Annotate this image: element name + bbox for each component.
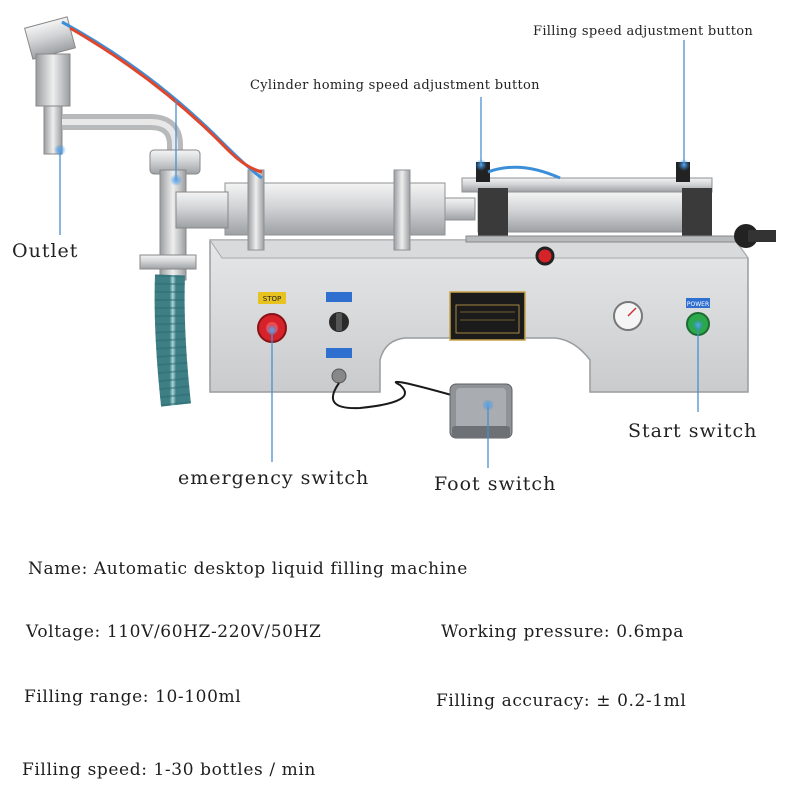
marker-dot	[678, 159, 690, 171]
outlet-label: Outlet	[12, 240, 79, 262]
callout-leaders	[59, 40, 699, 468]
stop-label: STOP	[263, 295, 281, 303]
control-panel-label	[449, 291, 526, 341]
emergency-switch-label: emergency switch	[178, 467, 370, 489]
cylinder-homing-button-label: Cylinder homing speed adjustment button	[250, 78, 540, 93]
spec-working-pressure: Working pressure: 0.6mpa	[441, 622, 685, 642]
spec-voltage: Voltage: 110V/60HZ-220V/50HZ	[26, 622, 322, 642]
spec-filling-accuracy: Filling accuracy: ± 0.2-1ml	[436, 691, 687, 711]
marker-dot	[475, 159, 487, 171]
suction-hose	[154, 274, 191, 407]
outlet-nozzle	[23, 16, 229, 281]
spec-filling-range: Filling range: 10-100ml	[24, 687, 242, 707]
filling-speed-button-label: Filling speed adjustment button	[533, 24, 754, 39]
spec-filling-speed: Filling speed: 1-30 bottles / min	[22, 760, 316, 780]
filling-machine-illustration: STOP POWER	[23, 16, 776, 468]
pressure-gauge	[613, 301, 643, 331]
air-tubes	[61, 20, 561, 180]
callout-markers	[54, 144, 704, 411]
power-label: POWER	[687, 301, 709, 308]
foot-switch-label: Foot switch	[434, 473, 557, 495]
marker-dot	[266, 324, 278, 336]
marker-dot	[54, 144, 66, 156]
marker-dot	[170, 174, 182, 186]
marker-dot	[692, 319, 704, 331]
spec-name: Name: Automatic desktop liquid filling m…	[28, 559, 468, 579]
mode-selector-knob[interactable]	[326, 292, 352, 332]
start-switch-label: Start switch	[628, 420, 758, 442]
foot-pedal[interactable]	[332, 380, 513, 439]
marker-dot	[482, 399, 494, 411]
air-cylinder	[461, 177, 776, 266]
filling-cylinder	[224, 169, 476, 251]
